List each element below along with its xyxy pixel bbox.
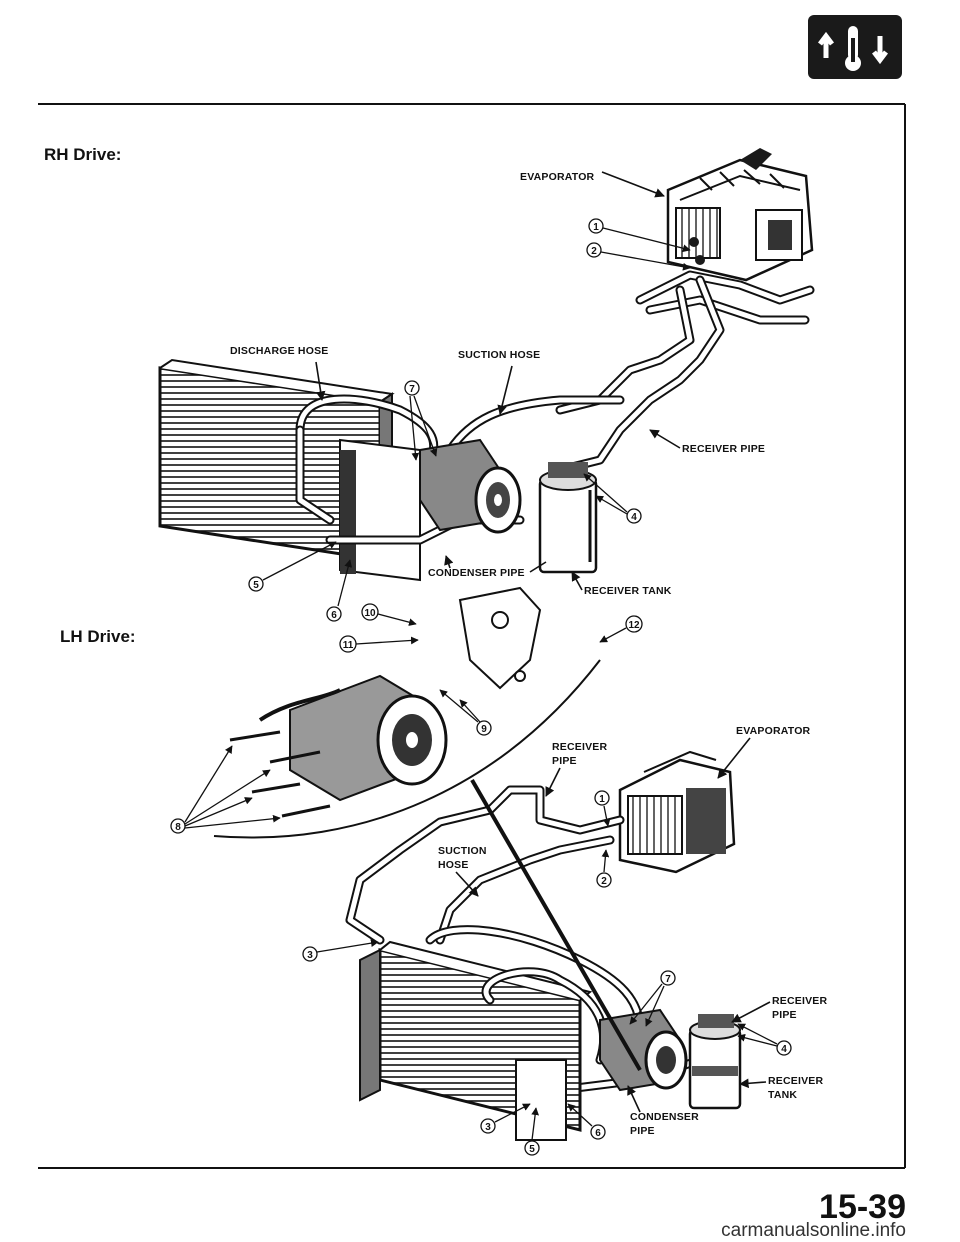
- lh-evaporator: [618, 750, 736, 874]
- callout-4-lh: 4: [737, 1023, 792, 1056]
- rh-bracket-assembly: [458, 586, 542, 690]
- section-divider-curve: [213, 659, 601, 839]
- lh-receiver-pipe-right-label-1: RECEIVER: [772, 995, 827, 1007]
- svg-text:8: 8: [175, 822, 181, 833]
- rh-receiver-tank: [538, 462, 598, 574]
- svg-text:4: 4: [781, 1044, 787, 1055]
- lh-condenser-pipe-label-1: CONDENSER: [630, 1111, 699, 1123]
- svg-text:12: 12: [628, 620, 640, 631]
- callout-5-lh: 5: [524, 1107, 540, 1156]
- callout-1-rh: 1: [588, 218, 691, 253]
- watermark: carmanualsonline.info: [721, 1220, 906, 1241]
- rh-condenser: [158, 358, 421, 582]
- rh-evaporator: [666, 148, 814, 282]
- svg-text:1: 1: [593, 222, 599, 233]
- rh-receiver-tank-label: RECEIVER TANK: [584, 585, 672, 597]
- lh-condenser: [359, 940, 609, 1141]
- callout-1-lh: 1: [594, 790, 611, 827]
- svg-text:4: 4: [631, 512, 637, 523]
- callout-3-lh-top: 3: [302, 939, 379, 962]
- svg-text:5: 5: [253, 580, 259, 591]
- lh-suction-hose-label-2: HOSE: [438, 859, 469, 871]
- svg-text:10: 10: [364, 608, 376, 619]
- lh-receiver-tank: [688, 1014, 742, 1110]
- lh-receiver-tank-label-1: RECEIVER: [768, 1075, 823, 1087]
- callout-3-lh-bottom: 3: [480, 1103, 531, 1134]
- callout-5-rh: 5: [248, 541, 337, 592]
- svg-text:7: 7: [665, 974, 671, 985]
- rh-condenser-pipe-label: CONDENSER PIPE: [428, 567, 525, 579]
- compressor-mount-detail: [229, 674, 448, 818]
- svg-text:11: 11: [343, 640, 354, 651]
- lh-evaporator-label: EVAPORATOR: [736, 725, 811, 737]
- callout-7-lh: 7: [629, 970, 676, 1027]
- lh-cut-line: [470, 778, 642, 1072]
- svg-text:6: 6: [595, 1128, 601, 1139]
- rh-evaporator-label: EVAPORATOR: [520, 171, 595, 183]
- lh-drive-title: LH Drive:: [60, 627, 136, 646]
- lh-suction-hose-label-1: SUCTION: [438, 845, 487, 857]
- callout-9: 9: [439, 689, 492, 736]
- rh-evap-pipes: [555, 270, 815, 475]
- callout-6-rh: 6: [326, 559, 353, 622]
- svg-text:2: 2: [591, 246, 597, 257]
- callout-12: 12: [599, 615, 643, 643]
- callout-10: 10: [361, 603, 417, 626]
- page-number: 15-39: [819, 1188, 906, 1226]
- svg-text:3: 3: [307, 950, 313, 961]
- lh-receiver-pipe-right-label-2: PIPE: [772, 1009, 797, 1021]
- lh-condenser-pipe-label-2: PIPE: [630, 1125, 655, 1137]
- svg-text:1: 1: [599, 794, 605, 805]
- callout-4-rh: 4: [583, 473, 642, 524]
- callout-11: 11: [339, 635, 419, 653]
- rh-drive-title: RH Drive:: [44, 145, 121, 164]
- callout-6-lh: 6: [567, 1103, 606, 1140]
- rh-compressor: [419, 438, 522, 534]
- callout-7-rh: 7: [404, 380, 438, 461]
- header-icon: [808, 15, 902, 79]
- rh-discharge-hose-label: DISCHARGE HOSE: [230, 345, 328, 357]
- callout-2-lh: 2: [596, 849, 612, 888]
- svg-text:7: 7: [409, 384, 415, 395]
- rh-receiver-pipe-label: RECEIVER PIPE: [682, 443, 765, 455]
- svg-text:6: 6: [331, 610, 337, 621]
- callout-2-rh: 2: [586, 242, 691, 271]
- callout-8: 8: [170, 745, 281, 834]
- lh-compressor: [599, 1008, 688, 1092]
- rh-suction-hose-label: SUCTION HOSE: [458, 349, 540, 361]
- ac-temperature-icon: [818, 26, 888, 71]
- svg-text:3: 3: [485, 1122, 491, 1133]
- lh-receiver-pipe-top-label-1: RECEIVER: [552, 741, 607, 753]
- svg-text:2: 2: [601, 876, 607, 887]
- svg-text:5: 5: [529, 1144, 535, 1155]
- svg-text:9: 9: [481, 724, 487, 735]
- lh-receiver-pipe-top-label-2: PIPE: [552, 755, 577, 767]
- lh-receiver-tank-label-2: TANK: [768, 1089, 797, 1101]
